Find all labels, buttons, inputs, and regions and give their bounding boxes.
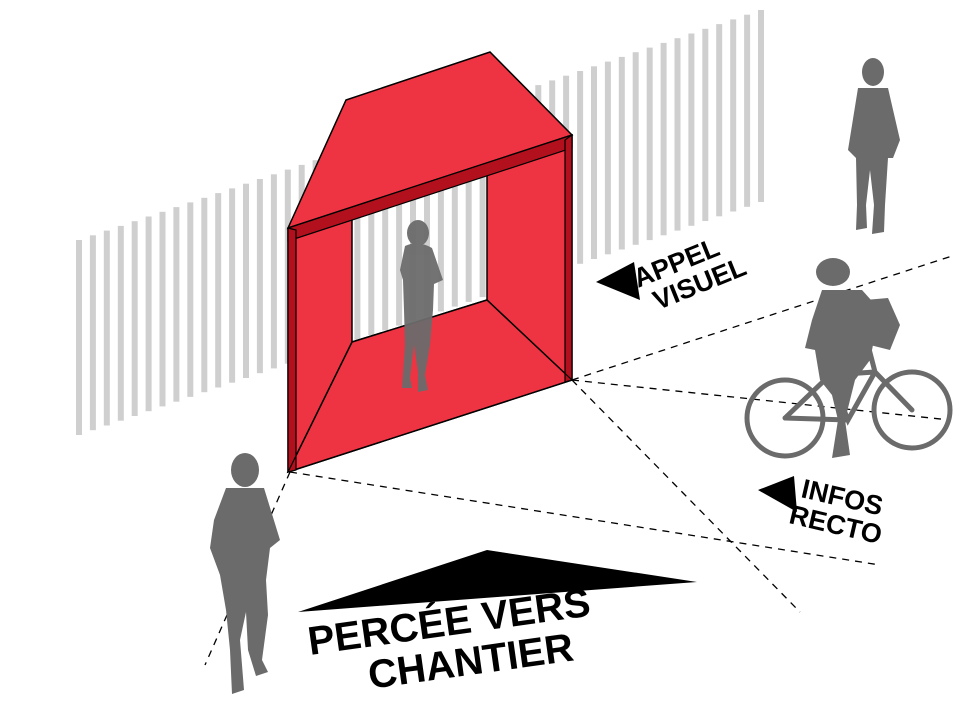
fence-picket — [632, 52, 639, 245]
fence-picket — [465, 108, 472, 302]
fence-picket — [744, 14, 751, 207]
fence-picket — [131, 221, 138, 416]
fence-picket — [145, 216, 152, 412]
walking-woman-silhouette — [210, 453, 280, 694]
fence-picket — [243, 183, 249, 378]
portal-inner-line-1 — [287, 341, 353, 473]
fence-picket — [618, 56, 625, 250]
arrow-infos-recto — [758, 476, 797, 512]
fence-picket — [660, 42, 667, 236]
fence-picket — [159, 211, 166, 407]
fence-picket — [646, 47, 653, 241]
fence-picket — [577, 71, 584, 264]
fence-picket — [187, 202, 194, 397]
woman-silhouette — [400, 220, 443, 392]
portal — [286, 51, 574, 474]
fence-picket — [103, 230, 110, 426]
fence-picket — [730, 19, 737, 212]
bicycle-front-wheel — [871, 369, 953, 451]
fence-picket — [229, 188, 236, 383]
fence-picket — [382, 136, 389, 331]
fence-picket — [437, 118, 444, 312]
sight-line-down — [571, 379, 801, 613]
fence-picket — [256, 179, 263, 374]
fence-picket — [591, 66, 597, 259]
fence-picket — [89, 235, 96, 431]
arrow-percee-chantier — [298, 550, 697, 612]
portal-inner-line-2 — [486, 299, 573, 381]
sight-line-ground — [289, 471, 881, 566]
fence-picket — [173, 207, 180, 402]
cyclist-silhouette — [744, 258, 953, 459]
fence-picket — [716, 24, 723, 217]
fence-picket — [76, 240, 82, 435]
fence-picket — [604, 61, 611, 255]
portal-right-edge — [564, 133, 573, 383]
sight-line-appel — [571, 254, 955, 381]
sight-line-infos — [571, 379, 951, 421]
fence-picket — [674, 38, 681, 231]
fence-picket — [702, 28, 709, 221]
fence-picket — [368, 141, 375, 336]
standing-man-silhouette — [848, 58, 900, 234]
fence-picket — [424, 122, 430, 317]
fence-picket — [479, 103, 486, 298]
fence-picket — [215, 193, 222, 388]
fence-picket — [396, 132, 403, 326]
fence-picket — [688, 33, 695, 226]
fence-picket — [758, 10, 764, 202]
fence-picket — [354, 146, 361, 340]
fence-picket — [270, 174, 277, 369]
fence-picket — [451, 113, 458, 307]
fence-picket — [201, 197, 208, 393]
portal-left-edge — [287, 227, 297, 473]
arrow-appel-visuel — [596, 262, 640, 300]
fence-picket — [117, 225, 124, 421]
